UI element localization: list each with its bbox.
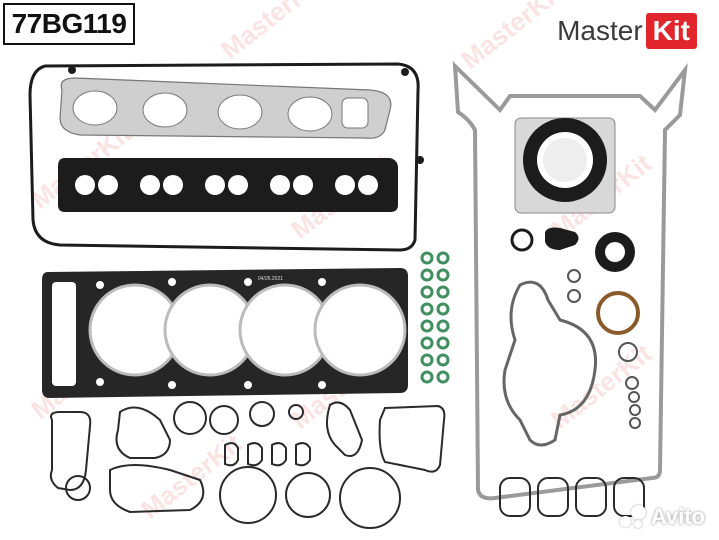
valve-cover-lug <box>401 68 409 76</box>
o-ring <box>628 391 640 403</box>
watermark-text: MasterKit <box>215 0 327 65</box>
watermark-text: MasterKit <box>455 0 567 75</box>
valve-cover-lug <box>416 156 424 164</box>
watermark-layer: MasterKit MasterKit MasterKit MasterKit … <box>25 0 657 525</box>
marketplace-name: Avito <box>650 504 705 529</box>
brand-name-box: Kit <box>645 13 697 49</box>
valve-stem-seals <box>420 251 450 384</box>
oil-return-gasket <box>545 227 579 250</box>
o-ring <box>618 342 638 362</box>
cylinder-head-gasket: 04/26.2021 <box>42 268 408 398</box>
part-number: 77BG119 <box>11 8 127 39</box>
exhaust-manifold-gasket <box>59 77 392 139</box>
water-pump-gasket <box>502 280 598 447</box>
o-ring <box>629 417 641 429</box>
brand-logo: Master Kit <box>557 12 697 50</box>
o-ring <box>567 269 581 283</box>
o-ring <box>625 376 639 390</box>
oval-gaskets <box>499 477 645 517</box>
brand-name-word: Master <box>557 15 643 46</box>
valve-cover-lug <box>68 66 76 74</box>
watermark-text: MasterKit <box>545 338 657 435</box>
head-gasket-stamp: 04/26.2021 <box>258 276 283 282</box>
front-crank-seal-inner <box>605 242 625 262</box>
timing-cover-ring <box>596 291 640 335</box>
o-ring <box>567 289 581 303</box>
o-ring <box>629 404 641 416</box>
part-number-label: 77BG119 <box>3 3 135 45</box>
assorted-gaskets <box>49 401 446 529</box>
oil-pan-gasket <box>452 60 688 501</box>
o-ring <box>510 228 534 252</box>
rear-main-seal <box>514 117 616 214</box>
intake-manifold-gasket <box>58 158 398 212</box>
valve-cover-gasket <box>28 62 420 252</box>
marketplace-watermark: Avito <box>619 504 705 530</box>
avito-logo-icon <box>619 504 646 530</box>
